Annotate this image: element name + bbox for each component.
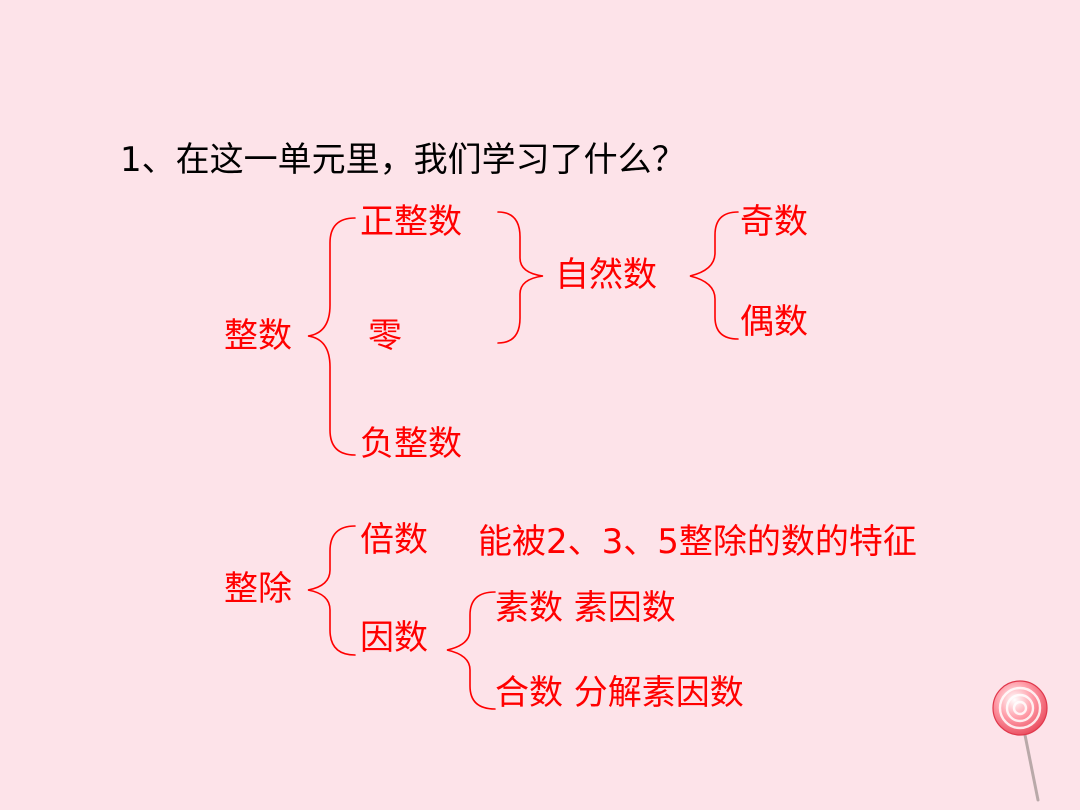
label-negative-integers: 负整数	[360, 424, 462, 464]
label-divisibility: 整除	[224, 569, 292, 609]
label-even-numbers: 偶数	[740, 302, 808, 342]
brace-integers	[307, 217, 356, 456]
slide-title: 1、在这一单元里，我们学习了什么？	[120, 140, 686, 180]
brace-divisibility	[307, 525, 356, 656]
label-composite: 合数 分解素因数	[495, 673, 744, 713]
label-factor: 因数	[360, 618, 428, 658]
label-zero: 零	[368, 316, 402, 356]
label-positive-integers: 正整数	[360, 202, 462, 242]
brace-odd-even	[689, 211, 739, 340]
label-odd-numbers: 奇数	[740, 202, 808, 242]
brace-factor	[446, 591, 496, 710]
lollipop-icon	[992, 680, 1048, 802]
label-natural-numbers: 自然数	[555, 255, 657, 295]
label-integers: 整数	[224, 316, 292, 356]
label-prime: 素数 素因数	[495, 588, 676, 628]
brace-natural	[497, 211, 544, 344]
label-multiple: 倍数	[360, 520, 428, 560]
label-multiple-note: 能被2、3、5整除的数的特征	[478, 522, 917, 562]
